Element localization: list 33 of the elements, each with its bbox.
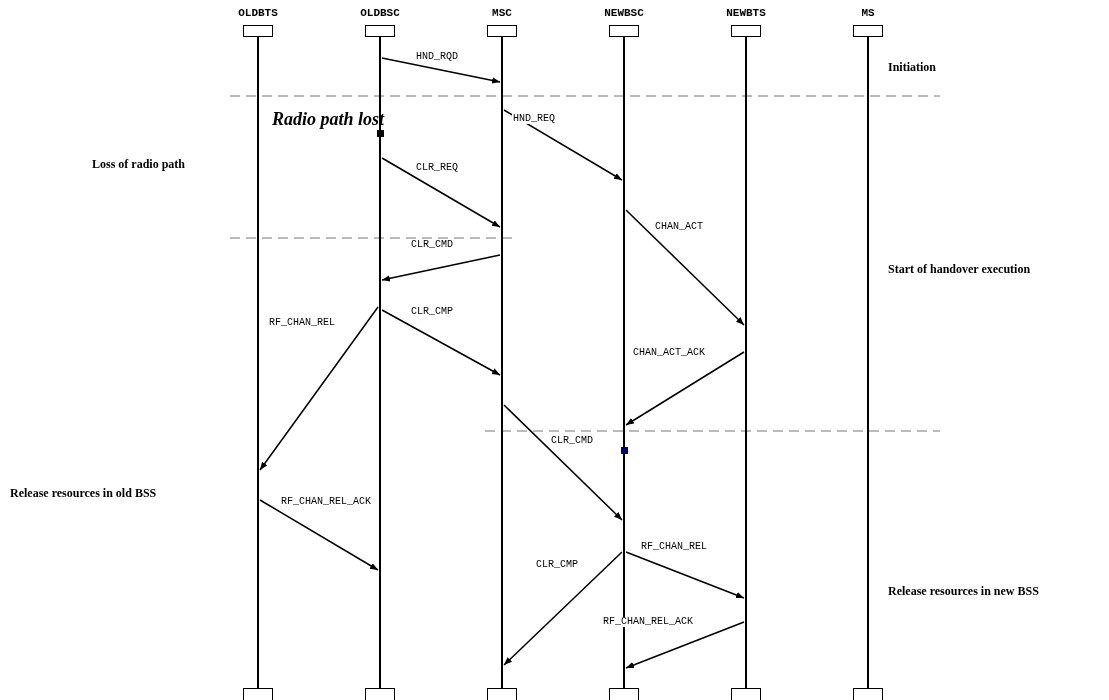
edge-label: CLR_CMD: [550, 436, 594, 446]
message-arrow: [625, 621, 745, 669]
edge-label: RF_CHAN_REL: [640, 542, 708, 552]
message-arrow: [625, 209, 745, 326]
phase-label: Loss of radio path: [92, 158, 186, 170]
edge-label: RF_CHAN_REL_ACK: [602, 617, 694, 627]
participant-label: NEWBTS: [726, 8, 766, 19]
message-arrow: [381, 57, 501, 84]
edge-label: CLR_CMP: [410, 307, 454, 317]
phase-label: Release resources in old BSS: [10, 487, 157, 499]
message-arrow: [503, 551, 623, 666]
edge-label: HND_REQ: [512, 114, 556, 124]
edge-label: CLR_CMP: [535, 560, 579, 570]
participant-label: NEWBSC: [604, 8, 644, 19]
message-arrow: [259, 306, 379, 471]
message-arrow: [625, 551, 745, 599]
participant-label: OLDBSC: [360, 8, 400, 19]
message-arrow: [625, 351, 745, 426]
message-arrow: [503, 404, 623, 521]
edge-label: CLR_CMD: [410, 240, 454, 250]
participant-label: OLDBTS: [238, 8, 278, 19]
participant-label: MSC: [492, 8, 512, 19]
edge-label: RF_CHAN_REL: [268, 318, 336, 328]
message-arrow: [381, 309, 501, 376]
message-arrow: [381, 254, 501, 282]
edge-label: CHAN_ACT: [654, 222, 704, 232]
message-arrow: [259, 499, 379, 571]
message-arrow: [381, 157, 501, 228]
edge-label: HND_RQD: [415, 52, 459, 62]
edge-label: CLR_REQ: [415, 163, 459, 173]
participant-label: MS: [861, 8, 875, 19]
edge-label: RF_CHAN_REL_ACK: [280, 497, 372, 507]
edge-label: CHAN_ACT_ACK: [632, 348, 706, 358]
